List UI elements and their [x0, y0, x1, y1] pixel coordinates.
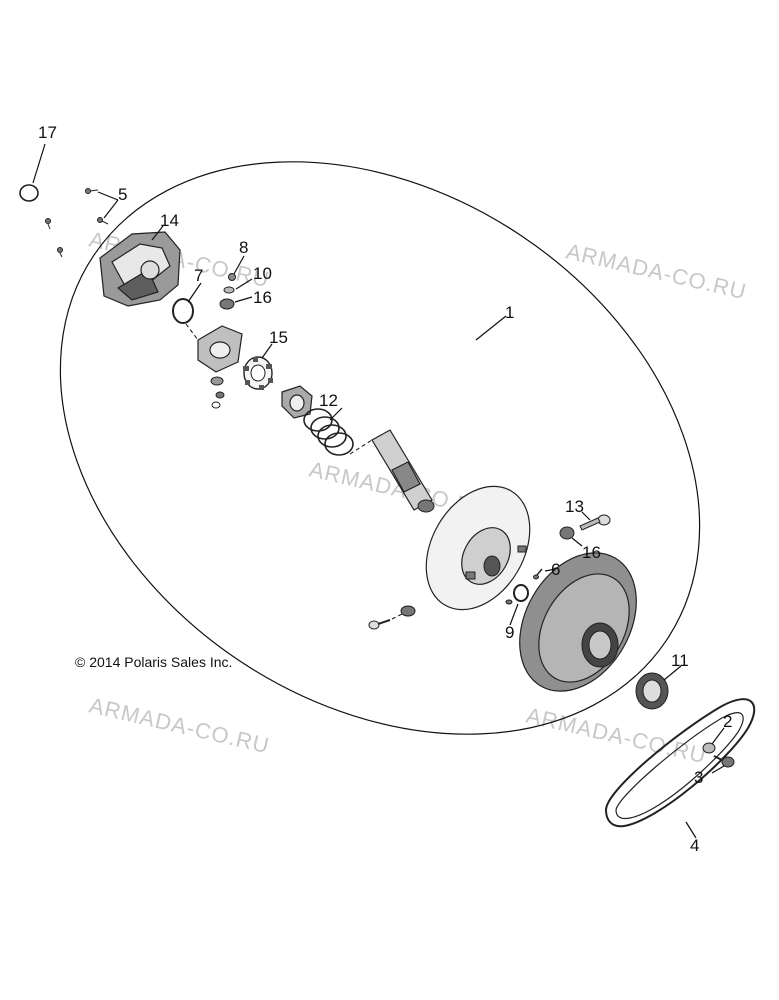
callout-7: 7: [194, 266, 203, 285]
leader-10: [235, 278, 253, 290]
lower-bolt-part: [368, 619, 391, 630]
cover-part: [99, 231, 181, 307]
callout-2: 2: [723, 712, 732, 731]
callout-14: 14: [160, 211, 179, 230]
bolt-13-part: [579, 514, 611, 531]
leader-8: [233, 255, 245, 275]
small-clip-part: [505, 599, 513, 605]
callout-13: 13: [565, 497, 584, 516]
o-ring-part: [19, 184, 39, 202]
callout-5: 5: [118, 185, 127, 204]
callout-1: 1: [505, 303, 514, 322]
axis-dash-3: [391, 613, 403, 620]
axis-dash-1: [185, 323, 199, 341]
callout-16-lower: 16: [582, 543, 601, 562]
axis-dash-2: [349, 439, 373, 455]
button-washer-part: [243, 356, 273, 390]
leader-12: [329, 407, 343, 421]
callout-12: 12: [319, 391, 338, 410]
callout-9: 9: [505, 623, 514, 642]
leader-16a: [234, 296, 253, 303]
bolt-3-part: [713, 755, 735, 768]
callout-10: 10: [253, 264, 272, 283]
leader-15: [261, 343, 273, 359]
watermark-5: ARMADA-CO.RU: [524, 703, 709, 769]
lower-roller-part: [400, 605, 416, 617]
leader-7: [187, 282, 202, 303]
callout-15: 15: [269, 328, 288, 347]
callout-4: 4: [690, 836, 699, 855]
leader-4: [685, 821, 697, 839]
watermark-4: ARMADA-CO.RU: [87, 693, 272, 759]
leader-13: [581, 511, 591, 521]
leader-11: [663, 665, 682, 681]
callout-6: 6: [551, 560, 560, 579]
callout-16-upper: 16: [253, 288, 272, 307]
callout-3: 3: [694, 768, 703, 787]
assembly-outline: [59, 161, 701, 735]
hub-fastener-parts: [210, 376, 225, 409]
callout-8: 8: [239, 238, 248, 257]
bearing-part: [635, 672, 669, 710]
belt-part: [604, 698, 756, 828]
shaft-part: [371, 429, 435, 513]
leader-1: [475, 315, 507, 341]
watermark-2: ARMADA-CO.RU: [564, 239, 749, 305]
spider-hub-part: [197, 325, 243, 373]
callout-11: 11: [671, 651, 689, 670]
fixed-sheave-part: [519, 552, 637, 692]
spring-part: [303, 408, 354, 456]
ring-9-part: [513, 584, 529, 602]
washer-2-part: [702, 742, 716, 754]
roller-16-part: [559, 526, 575, 540]
callout-17: 17: [38, 123, 57, 142]
leader-9: [509, 603, 519, 626]
copyright-text: © 2014 Polaris Sales Inc.: [75, 654, 232, 670]
leader-5a: [97, 191, 119, 201]
pin-6-part: [533, 568, 543, 580]
moveable-sheave-part: [425, 485, 531, 611]
pin-washer-roller-parts: [219, 273, 236, 310]
leader-14: [151, 225, 164, 241]
cam-part: [281, 385, 313, 419]
leader-16b: [571, 537, 583, 547]
leader-2: [711, 727, 725, 745]
leader-3: [711, 765, 725, 774]
screw-parts: [45, 188, 109, 258]
leader-5b: [103, 199, 119, 219]
leader-17: [32, 143, 46, 184]
snap-ring-part: [172, 298, 194, 324]
